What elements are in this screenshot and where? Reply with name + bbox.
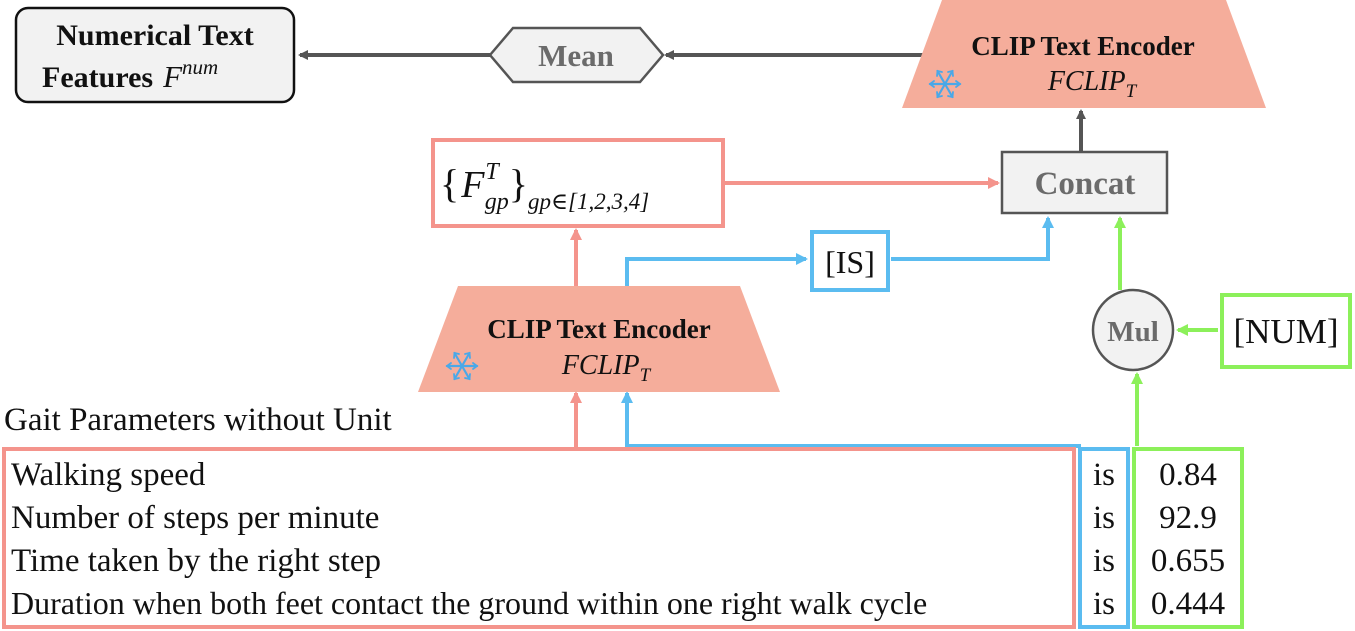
param-names-column — [2, 447, 1076, 629]
mul-label: Mul — [1107, 316, 1159, 348]
num-token-label: [NUM] — [1234, 312, 1339, 351]
output-box-line2: Features Fnum — [42, 55, 218, 94]
gait-param-name: Number of steps per minute — [11, 500, 379, 536]
features-sub: gp — [485, 189, 509, 215]
encoder-bottom-title: CLIP Text Encoder — [487, 314, 711, 344]
encoder-top-symbol-base: FCLIP — [1047, 66, 1126, 97]
gait-param-is: is — [1093, 457, 1115, 493]
numerical-text-features-box: Numerical Text Features Fnum — [14, 6, 296, 104]
features-symbol: F — [460, 164, 485, 206]
mul-node: Mul — [1091, 288, 1175, 372]
features-sup: T — [485, 159, 500, 185]
output-box-line1: Numerical Text — [56, 19, 253, 52]
gait-param-name: Time taken by the right step — [11, 543, 381, 579]
gait-param-is: is — [1093, 543, 1115, 579]
clip-encoder-top: CLIP Text Encoder FCLIPT — [902, 0, 1266, 108]
features-open-brace: { — [440, 161, 459, 206]
arrow-is-token-to-concat — [891, 216, 1054, 261]
gait-parameters-caption: Gait Parameters without Unit — [4, 402, 392, 438]
encoder-top-title: CLIP Text Encoder — [971, 31, 1195, 61]
encoder-bottom-symbol-base: FCLIP — [561, 350, 640, 381]
arrow-is-column-to-encoder — [621, 391, 1081, 448]
is-column — [1078, 447, 1130, 629]
mean-label: Mean — [538, 38, 614, 73]
is-token-box: [IS] — [810, 230, 890, 292]
gait-param-value: 92.9 — [1159, 500, 1217, 536]
gait-param-value: 0.444 — [1151, 586, 1225, 622]
output-box-symbol: F — [162, 59, 183, 94]
concat-node: Concat — [1000, 150, 1169, 215]
gait-parameters-table: Walking speed is 0.84 Number of steps pe… — [2, 447, 1244, 629]
gait-param-value: 0.84 — [1159, 457, 1217, 493]
encoder-bottom-symbol: FCLIPT — [561, 350, 652, 386]
output-box-symbol-sup: num — [182, 55, 218, 79]
features-range: gp∈[1,2,3,4] — [528, 189, 649, 214]
gait-param-value: 0.655 — [1151, 543, 1225, 579]
arrow-encoder-to-is-token — [625, 253, 808, 286]
encoder-top-symbol-sub: T — [1126, 81, 1138, 102]
gait-param-is: is — [1093, 500, 1115, 536]
output-box-prefix: Features — [42, 61, 153, 94]
is-token-label: [IS] — [825, 244, 875, 280]
features-close-brace: } — [509, 161, 528, 206]
gait-param-name: Duration when both feet contact the grou… — [11, 585, 927, 621]
values-column — [1132, 447, 1244, 629]
mean-node: Mean — [488, 26, 665, 84]
gait-param-name: Walking speed — [11, 457, 206, 493]
encoder-top-symbol: FCLIPT — [1047, 66, 1138, 102]
snowflake-icon — [928, 69, 962, 99]
gait-param-is: is — [1093, 586, 1115, 622]
encoder-bottom-symbol-sub: T — [640, 365, 652, 386]
num-token-box: [NUM] — [1220, 293, 1352, 369]
snowflake-icon — [445, 351, 479, 381]
concat-label: Concat — [1035, 166, 1136, 202]
clip-encoder-bottom: CLIP Text Encoder FCLIPT — [418, 286, 780, 392]
